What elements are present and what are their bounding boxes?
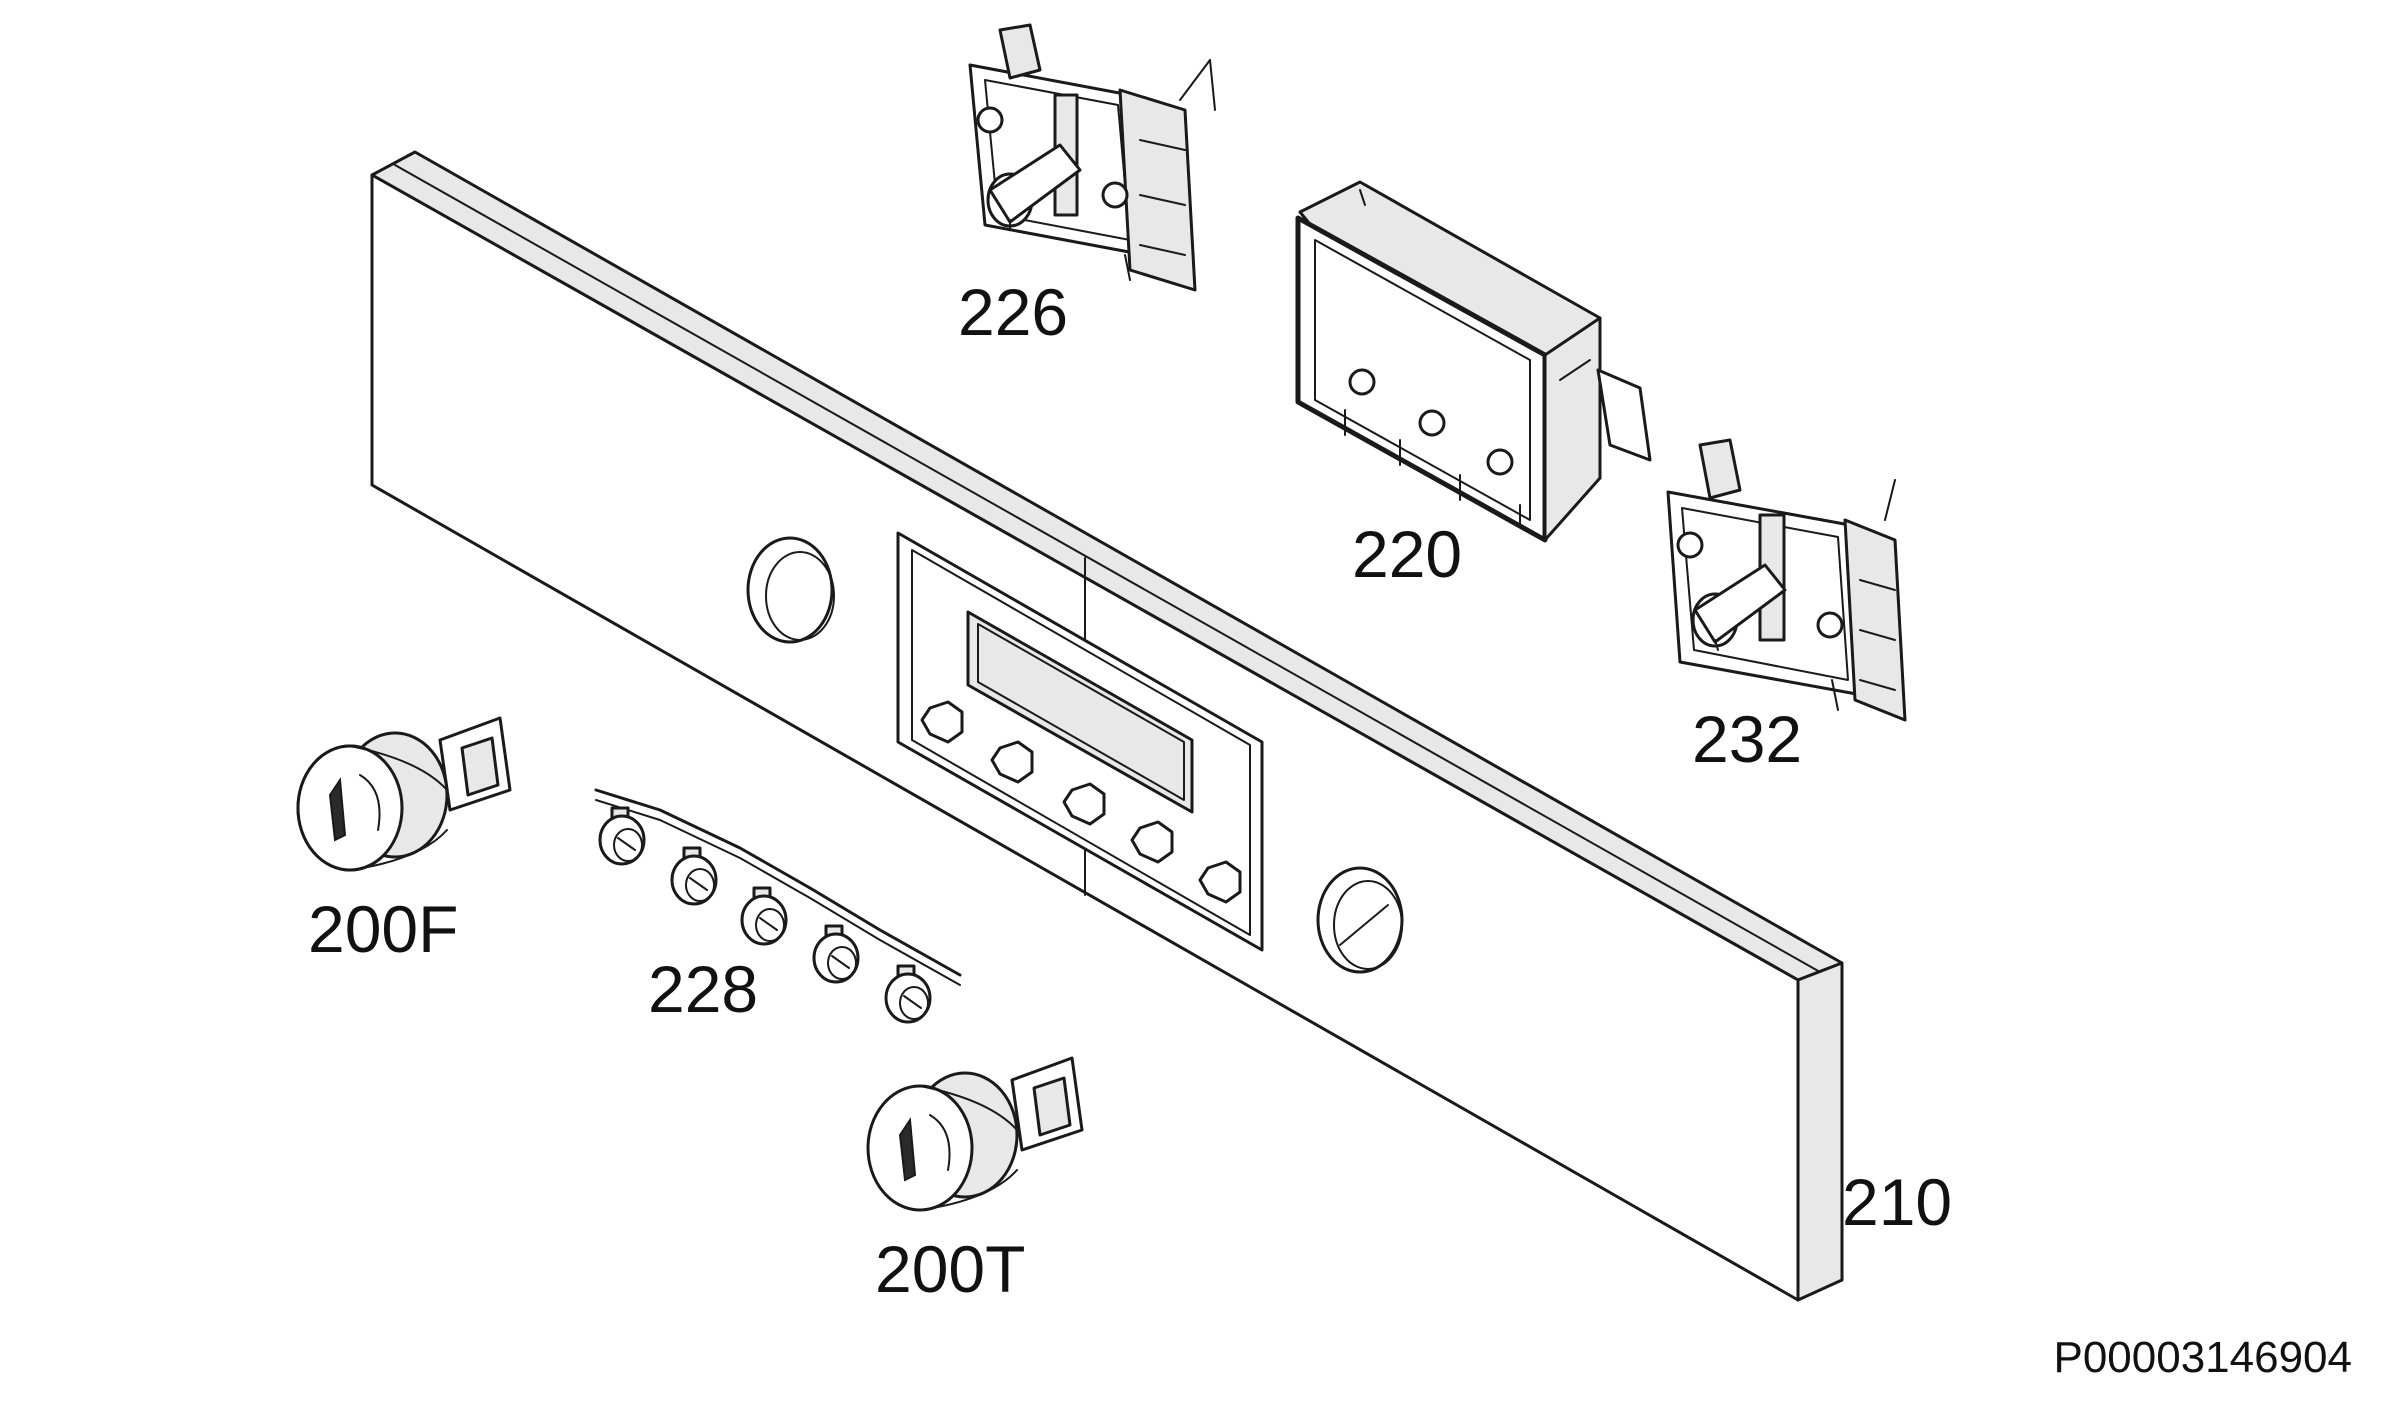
- knob-hole-right: [1316, 866, 1404, 974]
- label-210: 210: [1842, 1165, 1952, 1239]
- display-module-220: [1295, 180, 1652, 543]
- switch-shaft-232: [1691, 563, 1787, 651]
- selector-switch-232: [1666, 438, 1907, 722]
- knob-hole-left: [746, 536, 835, 644]
- display-window: [896, 531, 1264, 952]
- label-226: 226: [958, 275, 1068, 349]
- panel-button-holes: [920, 700, 1242, 904]
- label-220: 220: [1352, 517, 1462, 591]
- switch-shaft-226: [986, 143, 1082, 231]
- display-module-buttons: [1348, 368, 1514, 476]
- push-buttons-228: [594, 788, 962, 1024]
- knob-200F: [296, 716, 512, 872]
- label-232: 232: [1692, 702, 1802, 776]
- push-button: [670, 846, 718, 906]
- label-200F: 200F: [308, 892, 458, 966]
- push-button: [812, 924, 860, 984]
- selector-switch-226: [968, 23, 1216, 292]
- control-panel-210: [370, 150, 1844, 1302]
- push-button: [884, 964, 932, 1024]
- document-code: P00003146904: [2053, 1333, 2352, 1382]
- label-200T: 200T: [875, 1232, 1025, 1306]
- push-button: [598, 806, 646, 866]
- push-button: [740, 886, 788, 946]
- knob-200T: [866, 1056, 1084, 1212]
- label-228: 228: [648, 952, 758, 1026]
